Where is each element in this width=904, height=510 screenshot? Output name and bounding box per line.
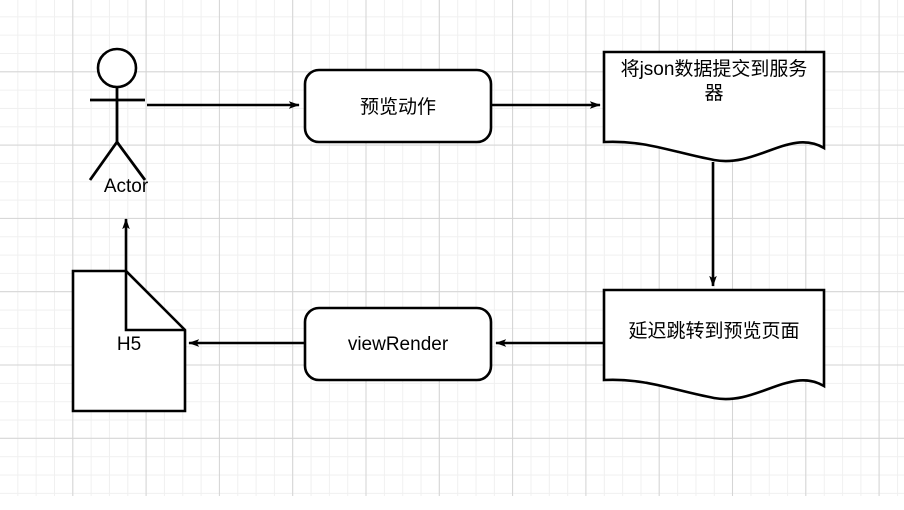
node-actor[interactable]	[88, 47, 147, 181]
actor-right-leg-line	[115, 141, 147, 181]
node-h5-note[interactable]	[71, 269, 187, 413]
h5-note-fold-icon	[124, 271, 185, 332]
node-submit-json[interactable]	[602, 50, 826, 163]
h5-note-body	[71, 269, 187, 413]
actor-head-icon	[96, 47, 138, 89]
bottom-white-band	[0, 496, 904, 510]
node-view-render[interactable]	[303, 306, 493, 382]
node-delay-redirect[interactable]	[602, 288, 826, 401]
actor-left-leg-line	[88, 141, 119, 181]
node-preview-action[interactable]	[303, 68, 493, 144]
